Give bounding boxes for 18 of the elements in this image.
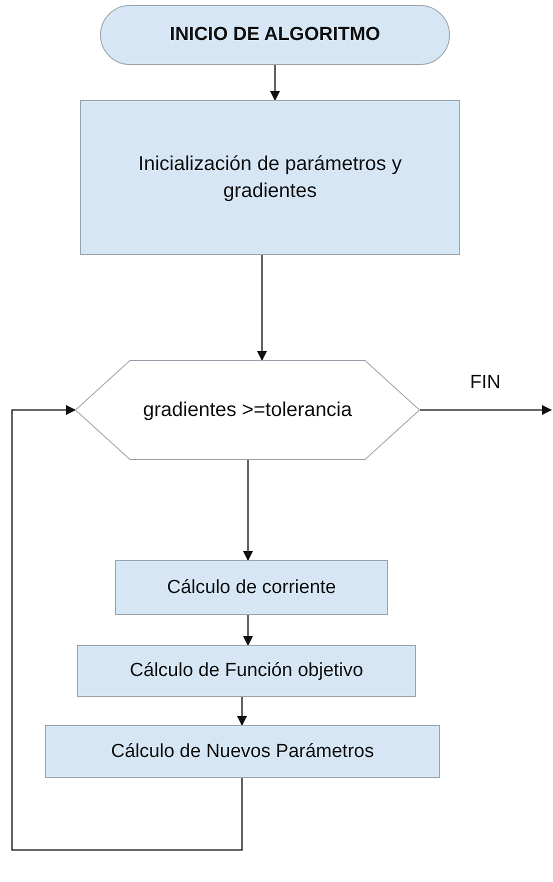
process-box: [45, 725, 440, 778]
arrow: [243, 615, 253, 646]
node-text: gradientes >=tolerancia: [142, 398, 352, 422]
arrow: [420, 405, 552, 415]
process-box: [115, 560, 388, 615]
process-box: [80, 100, 460, 255]
arrow: [11, 405, 243, 851]
node-text: Inicialización de parámetros y gradientes: [137, 152, 403, 204]
node-text: Cálculo de corriente: [167, 576, 336, 600]
arrow: [270, 65, 280, 101]
arrow: [237, 697, 247, 726]
node-text: Cálculo de Función objetivo: [130, 659, 364, 684]
edge-label: FIN: [470, 372, 501, 394]
node-text: INICIO DE ALGORITMO: [170, 23, 380, 48]
arrow: [257, 255, 267, 361]
process-box: [77, 645, 416, 697]
arrow: [243, 460, 253, 561]
node-text: Cálculo de Nuevos Parámetros: [111, 740, 374, 764]
